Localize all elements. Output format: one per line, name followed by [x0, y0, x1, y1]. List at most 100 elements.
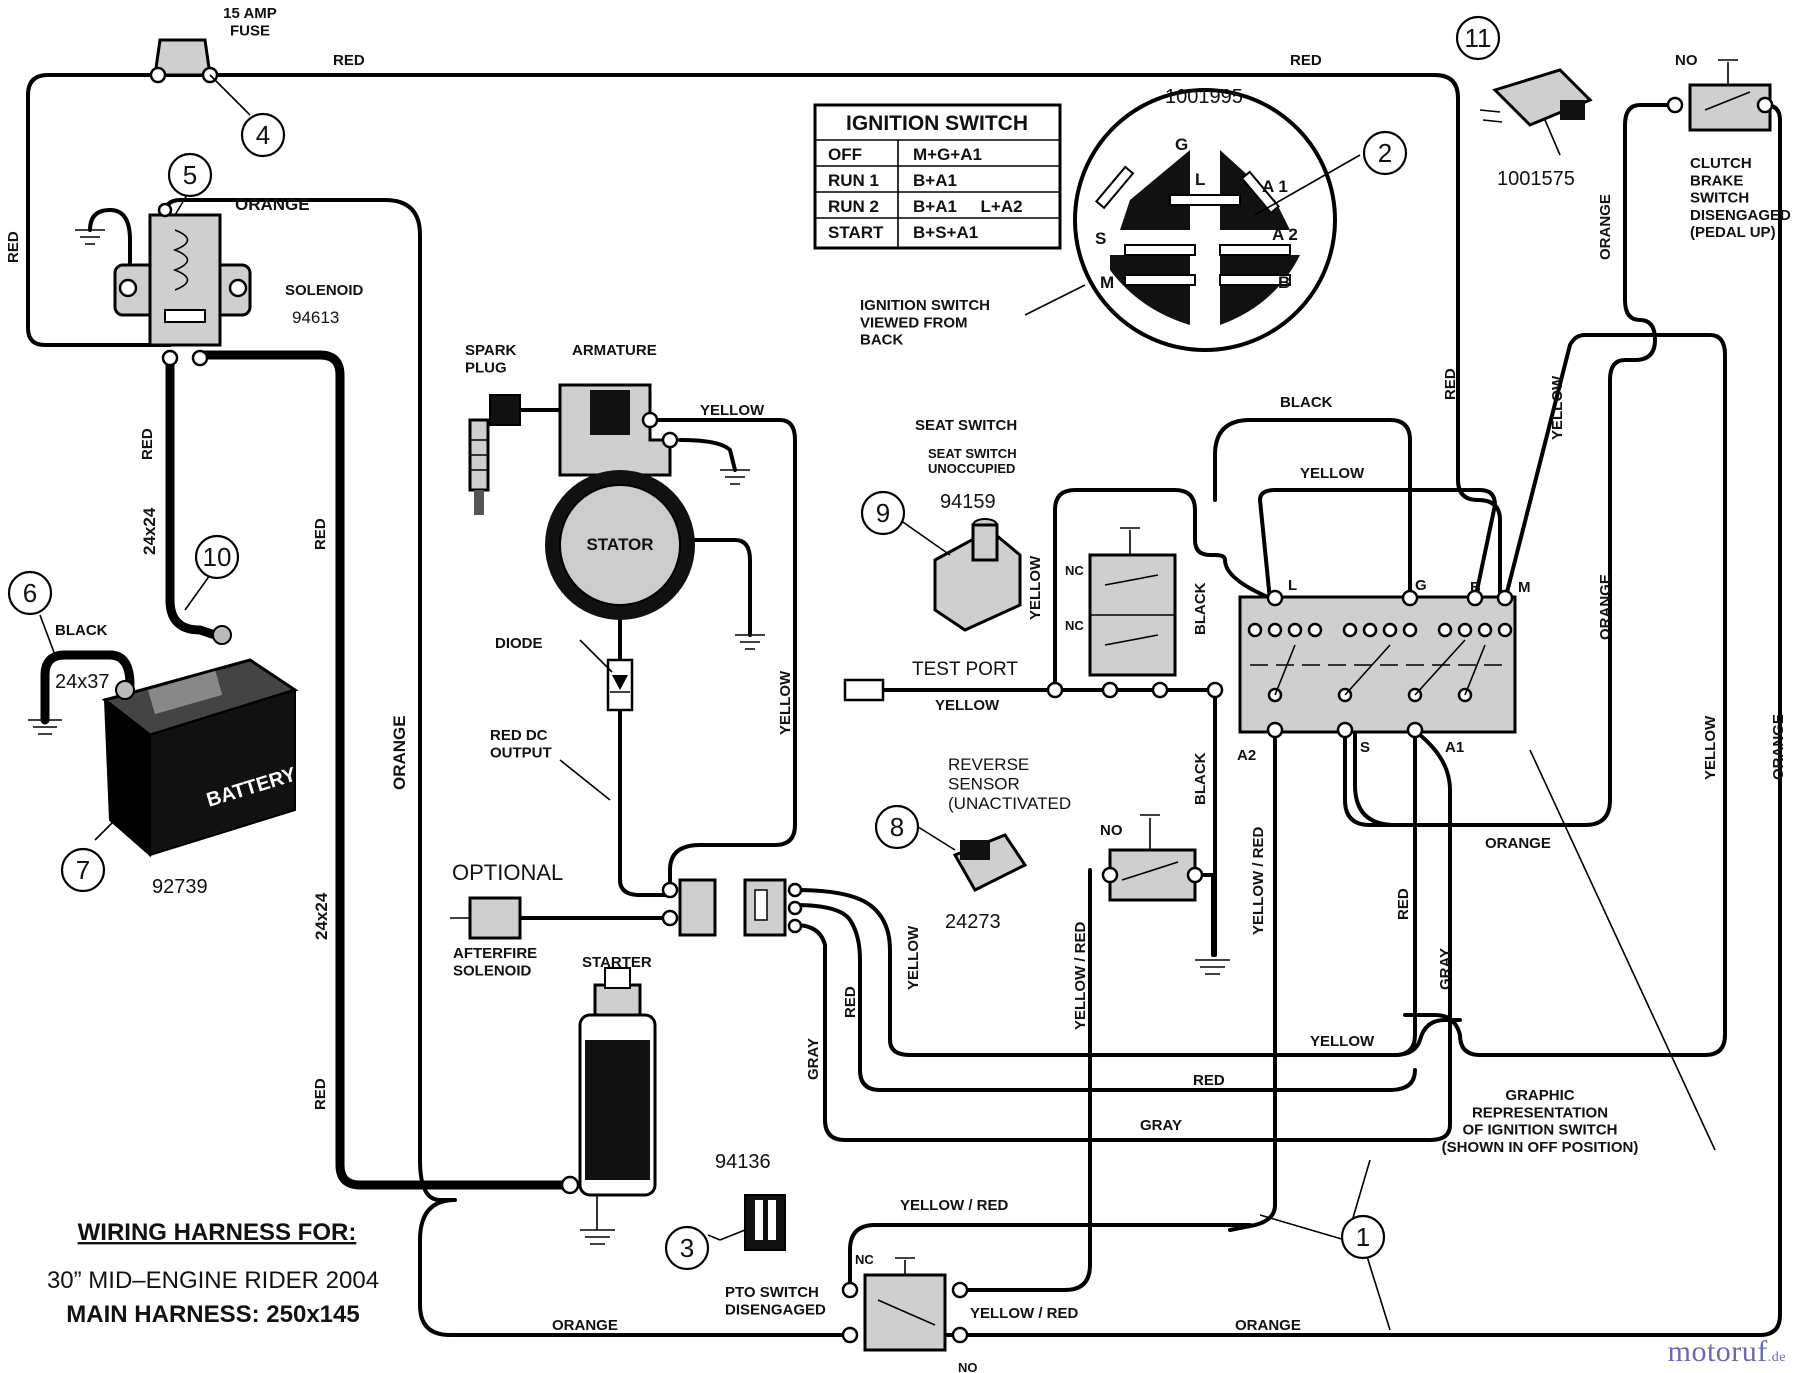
ign-row-conn: M+G+A1 [913, 145, 982, 164]
ign-key-m: M [1100, 273, 1114, 292]
callout-1: 1 [1340, 1214, 1386, 1260]
watermark: motoruf.de [1668, 1335, 1786, 1369]
label-cable-size: 24x24 [140, 507, 159, 555]
label-red: RED [5, 231, 22, 263]
term-b: B [1470, 579, 1481, 596]
ignition-key-switch: G L A 1 A 2 S M B [1073, 88, 1337, 352]
pto-switch-94136 [719, 1194, 786, 1251]
reverse-sensor-24273 [952, 833, 1028, 892]
ignition-table-title: IGNITION SWITCH [846, 112, 1028, 135]
connector-1001575 [1479, 68, 1593, 127]
ign-row-pos: RUN 1 [828, 171, 879, 190]
watermark-tld: .de [1767, 1350, 1786, 1365]
svg-text:5: 5 [183, 160, 197, 190]
term-a2: A2 [1237, 747, 1256, 764]
ground-icons [28, 229, 1230, 1245]
svg-text:11: 11 [1465, 23, 1492, 53]
wire-yellow-top [1258, 488, 1497, 602]
connector-right [743, 878, 803, 937]
label-orange: ORANGE [1485, 835, 1551, 852]
label-red: RED [842, 986, 859, 1018]
svg-text:10: 10 [203, 542, 232, 572]
ignition-switch-table: IGNITION SWITCH OFF M+G+A1 RUN 1 B+A1 RU… [813, 103, 1062, 250]
callout-9: 9 [860, 490, 906, 536]
callout-6: 6 [7, 570, 53, 616]
label-yellow-red: YELLOW / RED [1072, 922, 1089, 1031]
label-nc: NC [1065, 618, 1084, 633]
wire-yellow-red-a2 [1228, 728, 1277, 1232]
label-yellow-red: YELLOW / RED [900, 1197, 1009, 1214]
wire-gray-harness [793, 923, 1422, 1142]
pto-switch-contacts [841, 1257, 969, 1352]
label-orange: ORANGE [1597, 194, 1614, 260]
ground-icon [580, 1229, 615, 1245]
wire-yellow-right-outer [1403, 333, 1727, 1057]
test-port [843, 678, 885, 702]
svg-text:9: 9 [876, 498, 890, 528]
ign-row-pos: RUN 2 [828, 197, 879, 216]
term-a1: A1 [1445, 739, 1464, 756]
fuse-15amp [149, 38, 219, 84]
clutch-brake-switch [1666, 59, 1774, 132]
test-port-label: TEST PORT [912, 659, 1018, 680]
ign-key-g: G [1175, 135, 1188, 154]
spark-plug [468, 394, 521, 515]
svg-text:8: 8 [890, 812, 904, 842]
wire-yellow-harness [793, 888, 1462, 1057]
cable-starter [195, 350, 575, 1190]
label-red: RED [312, 1078, 329, 1110]
svg-text:2: 2 [1378, 138, 1392, 168]
label-red: RED [1290, 52, 1322, 69]
ground-icon [28, 719, 62, 735]
ign-row-pos: OFF [828, 145, 862, 164]
clutch-part: 1001575 [1497, 168, 1575, 190]
svg-text:7: 7 [76, 855, 90, 885]
label-yellow: YELLOW [935, 697, 1000, 714]
connector-left [661, 878, 717, 937]
wire-black-top [1213, 418, 1412, 602]
ground-icon [75, 229, 105, 245]
ignition-part: 1001995 [1165, 86, 1243, 108]
watermark-brand: motoruf [1667, 1335, 1768, 1368]
label-cable-size: 24x37 [55, 671, 110, 693]
label-yellow: YELLOW [1549, 375, 1566, 440]
label-orange: ORANGE [390, 715, 409, 790]
label-cable-size: 24x24 [312, 892, 331, 940]
wire-yellow-red-pto-top [848, 1223, 1252, 1292]
battery-92739: BATTERY [101, 625, 299, 858]
svg-text:6: 6 [23, 578, 37, 608]
label-red: RED [333, 52, 365, 69]
label-orange: ORANGE [552, 1317, 618, 1334]
label-yellow-red: YELLOW / RED [1250, 827, 1267, 936]
wire-gray-a1 [1378, 733, 1452, 1142]
label-yellow: YELLOW [905, 925, 922, 990]
ign-row-pos: START [828, 223, 884, 242]
ign-key-s: S [1095, 229, 1106, 248]
wire-red-harness [793, 903, 1417, 1092]
ign-key-l: L [1195, 170, 1205, 189]
callout-3: 3 [664, 1225, 710, 1271]
wire-orange-clutch [1348, 103, 1677, 827]
ground-icon [1195, 959, 1230, 975]
pto-no: NO [958, 1360, 978, 1373]
stator: STATOR [545, 470, 695, 620]
label-gray: GRAY [1437, 948, 1454, 990]
ignition-switch-graphic [1238, 589, 1517, 739]
reverse-no: NO [1100, 822, 1123, 839]
wire-red-main-loop [26, 73, 1502, 602]
seat-switch-contacts [1046, 527, 1224, 699]
starter [560, 967, 657, 1230]
wire-orange-bottom [943, 103, 1782, 1337]
seat-switch-94159 [933, 518, 1022, 632]
cable-battery-positive [165, 350, 220, 640]
label-gray: GRAY [1140, 1117, 1182, 1134]
wire-ground-solenoid [88, 208, 132, 272]
label-yellow-red: YELLOW / RED [970, 1305, 1079, 1322]
label-red: RED [1442, 368, 1459, 400]
